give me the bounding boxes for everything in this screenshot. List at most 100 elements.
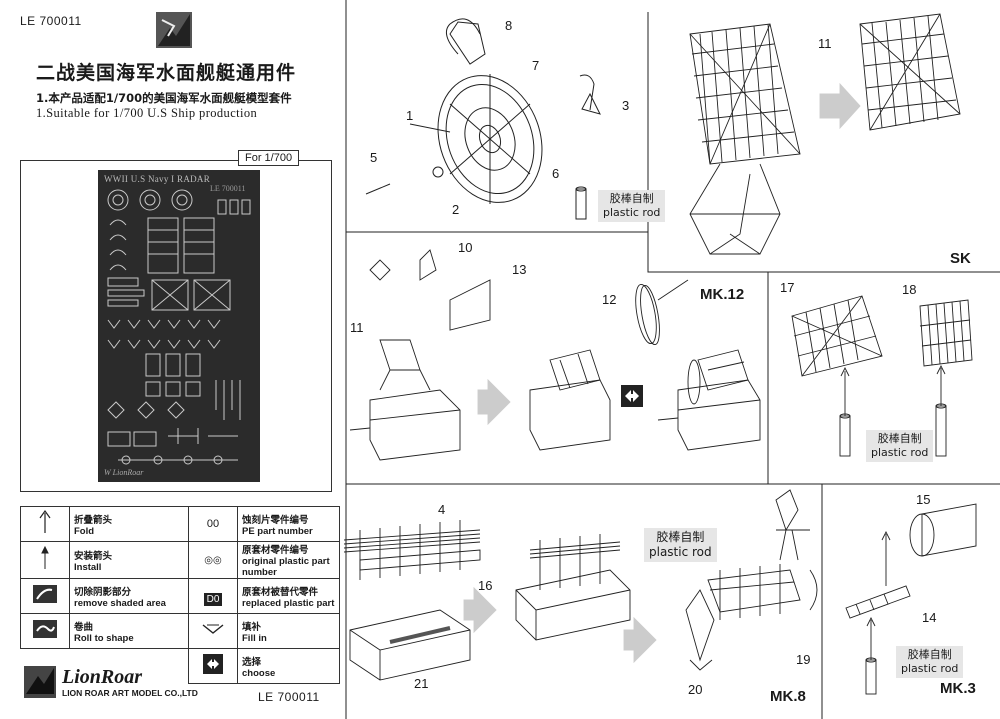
part-number-17: 17 bbox=[780, 280, 795, 295]
part-number-12: 12 bbox=[602, 292, 617, 307]
plastic-rod-en: plastic rod bbox=[603, 206, 661, 219]
plastic-rod-cn: 胶棒自制 bbox=[877, 432, 922, 445]
legend-choose-en: choose bbox=[242, 667, 276, 679]
pe-fret-sheet: WWII U.S Navy I RADAR LE 700011 W L bbox=[98, 170, 260, 482]
section-label-sk: SK bbox=[950, 250, 971, 267]
part-number-7: 7 bbox=[532, 58, 540, 73]
part-number-19: 19 bbox=[796, 652, 811, 667]
scale-label: For 1/700 bbox=[238, 150, 300, 166]
fret-brand: W LionRoar bbox=[104, 468, 144, 477]
legend-icon-cell bbox=[20, 613, 70, 649]
part-number-16: 16 bbox=[478, 578, 493, 593]
part-number-2: 2 bbox=[452, 202, 460, 217]
legend-remove-en: remove shaded area bbox=[74, 597, 166, 609]
fret-frame bbox=[20, 160, 332, 492]
mk12-radar-drawing bbox=[349, 249, 660, 461]
fret-parts-drawing bbox=[107, 189, 251, 465]
legend-pe-en: PE part number bbox=[242, 525, 313, 537]
legend-install-cn: 安装箭头 bbox=[74, 550, 113, 562]
roll-shape-icon bbox=[33, 620, 57, 638]
mk3-radar-drawing bbox=[845, 503, 977, 695]
suitability-cn: 1.本产品适配1/700的美国海军水面舰艇模型套件 bbox=[36, 91, 292, 105]
part-number-21: 21 bbox=[414, 676, 429, 691]
part-number-5: 5 bbox=[370, 150, 378, 165]
brand-name: LionRoar bbox=[62, 666, 143, 688]
plastic-rod-cn: 胶棒自制 bbox=[656, 530, 705, 544]
section-label-mk12: MK.12 bbox=[700, 286, 745, 303]
sk-radar-drawing bbox=[689, 13, 961, 255]
part-number-20: 20 bbox=[688, 682, 703, 697]
legend-fill-cn: 填补 bbox=[242, 621, 262, 633]
product-code-top: LE 700011 bbox=[20, 14, 82, 28]
choose-icon bbox=[621, 385, 643, 407]
legend-fold-en: Fold bbox=[74, 525, 95, 537]
part-number-6: 6 bbox=[552, 166, 560, 181]
part-number-10: 10 bbox=[458, 240, 473, 255]
product-code-bottom: LE 700011 bbox=[258, 690, 320, 704]
plastic-rod-cn: 胶棒自制 bbox=[907, 648, 952, 661]
legend-pe-cn: 蚀刻片零件编号 bbox=[242, 514, 309, 526]
legend-icon-cell bbox=[20, 541, 70, 579]
legend-install-en: Install bbox=[74, 561, 102, 573]
legend-fold-cn: 折叠箭头 bbox=[74, 514, 113, 526]
plastic-rod-label: 胶棒自制 plastic rod bbox=[598, 190, 666, 222]
lionroar-logo-icon bbox=[24, 666, 56, 698]
brand-company: LION ROAR ART MODEL CO.,LTD bbox=[62, 688, 198, 698]
lionroar-logo-top bbox=[156, 12, 192, 48]
page-title: 二战美国海军水面舰艇通用件 bbox=[36, 62, 297, 84]
panel-17-18-drawing bbox=[791, 295, 973, 457]
choose-icon bbox=[203, 654, 223, 674]
legend-roll-cn: 卷曲 bbox=[74, 621, 94, 633]
plastic-rod-label-17-18: 胶棒自制 plastic rod bbox=[866, 430, 934, 462]
section-label-mk3: MK.3 bbox=[940, 680, 976, 697]
part-number-11a: 11 bbox=[818, 36, 832, 51]
mk8-radar-drawing bbox=[343, 489, 818, 681]
legend-plastic-cn: 原套材零件编号 bbox=[242, 545, 309, 556]
mk12-right-drawing bbox=[635, 279, 761, 451]
part-number-18: 18 bbox=[902, 282, 917, 297]
install-arrow-icon bbox=[41, 545, 49, 569]
legend-symbol-replaced: D0 bbox=[203, 592, 223, 606]
plastic-rod-en: plastic rod bbox=[871, 446, 929, 459]
section-label-mk8: MK.8 bbox=[770, 688, 806, 705]
part-number-1: 1 bbox=[406, 108, 414, 123]
legend-icon-cell bbox=[20, 578, 70, 614]
part-number-3: 3 bbox=[622, 98, 630, 113]
fill-in-icon bbox=[202, 624, 224, 634]
radar-dish-drawing bbox=[365, 18, 601, 220]
part-number-8: 8 bbox=[505, 18, 513, 33]
fold-arrow-icon bbox=[39, 509, 51, 533]
legend-replaced-en: replaced plastic part bbox=[242, 597, 335, 609]
fret-title: WWII U.S Navy I RADAR bbox=[104, 174, 211, 184]
legend-fill-en: Fill in bbox=[242, 632, 267, 644]
suitability-en: 1.Suitable for 1/700 U.S Ship production bbox=[36, 106, 258, 120]
part-number-13: 13 bbox=[512, 262, 527, 277]
part-number-11b: 11 bbox=[350, 320, 364, 335]
remove-area-icon bbox=[33, 585, 57, 603]
legend-roll-en: Roll to shape bbox=[74, 632, 134, 644]
part-number-4: 4 bbox=[438, 502, 446, 517]
legend-remove-cn: 切除阴影部分 bbox=[74, 586, 132, 598]
part-number-14: 14 bbox=[922, 610, 937, 625]
legend-replaced-cn: 原套材被替代零件 bbox=[242, 586, 319, 598]
plastic-rod-label-mk3: 胶棒自制 plastic rod bbox=[896, 646, 964, 678]
fret-code: LE 700011 bbox=[210, 184, 246, 193]
plastic-rod-cn: 胶棒自制 bbox=[609, 192, 654, 205]
part-number-15: 15 bbox=[916, 492, 931, 507]
legend-plastic-en: original plastic part number bbox=[242, 556, 330, 578]
legend-choose-cn: 选择 bbox=[242, 656, 262, 668]
plastic-rod-en: plastic rod bbox=[901, 662, 959, 675]
